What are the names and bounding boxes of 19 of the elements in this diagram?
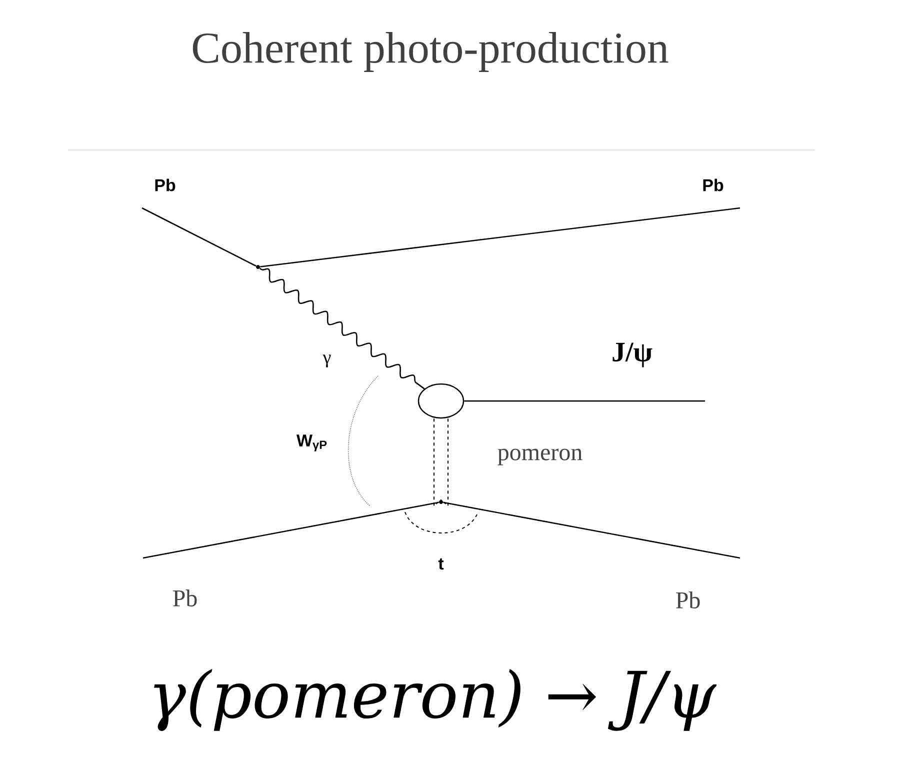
- title: Coherent photo-production: [192, 32, 668, 72]
- edge-label: pomeron: [498, 448, 582, 466]
- propagator-line: [260, 207, 740, 268]
- edge-label: Pb: [703, 178, 724, 192]
- edge-label: Pb: [155, 178, 176, 192]
- pomeron-line: [434, 418, 448, 507]
- blob-ellipse: [418, 383, 464, 419]
- edge-label: J/ψ: [612, 342, 652, 368]
- label: W$_{γP}$: [296, 434, 327, 452]
- caption: γ(pomeron) → J/ψ: [154, 668, 717, 731]
- edge-label: γ: [322, 354, 331, 368]
- propagator-line: [142, 207, 256, 267]
- propagator-line: [142, 502, 439, 559]
- propagator-line: [443, 502, 740, 559]
- label: t: [438, 558, 444, 570]
- propagator-line: [464, 400, 705, 402]
- edge-label: Pb: [676, 592, 700, 608]
- photon-line: [259, 268, 425, 390]
- edge-label: Pb: [173, 590, 197, 606]
